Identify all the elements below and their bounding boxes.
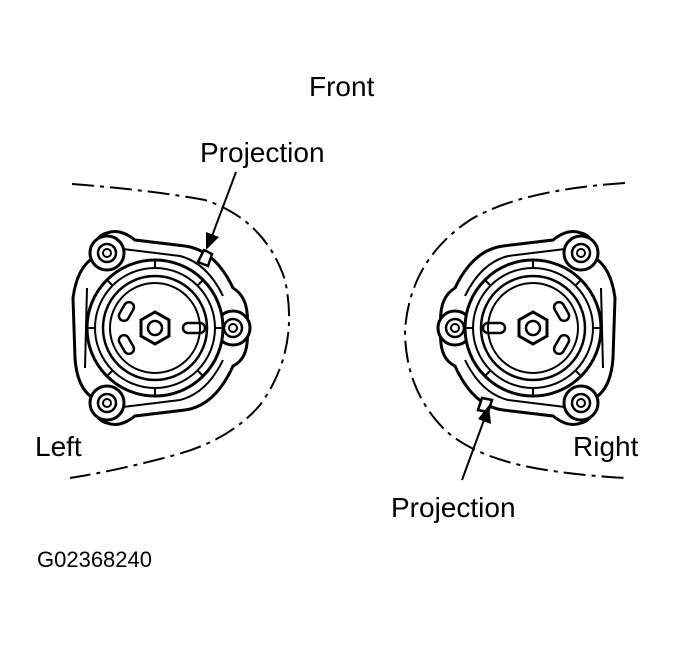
label-left: Left <box>35 431 82 462</box>
label-front: Front <box>309 71 375 102</box>
figure-code: G02368240 <box>37 547 152 572</box>
right-projection-mark <box>478 398 492 412</box>
projection-arrow-left <box>206 172 236 250</box>
left-projection-mark <box>198 250 212 266</box>
label-projection-left: Projection <box>200 137 325 168</box>
right-fender-contour <box>405 183 625 478</box>
label-right: Right <box>573 431 639 462</box>
right-strut-mount <box>436 230 617 426</box>
left-fender-contour <box>70 184 289 478</box>
label-projection-right: Projection <box>391 492 516 523</box>
left-strut-mount <box>71 230 252 426</box>
projection-arrow-right <box>462 405 491 480</box>
